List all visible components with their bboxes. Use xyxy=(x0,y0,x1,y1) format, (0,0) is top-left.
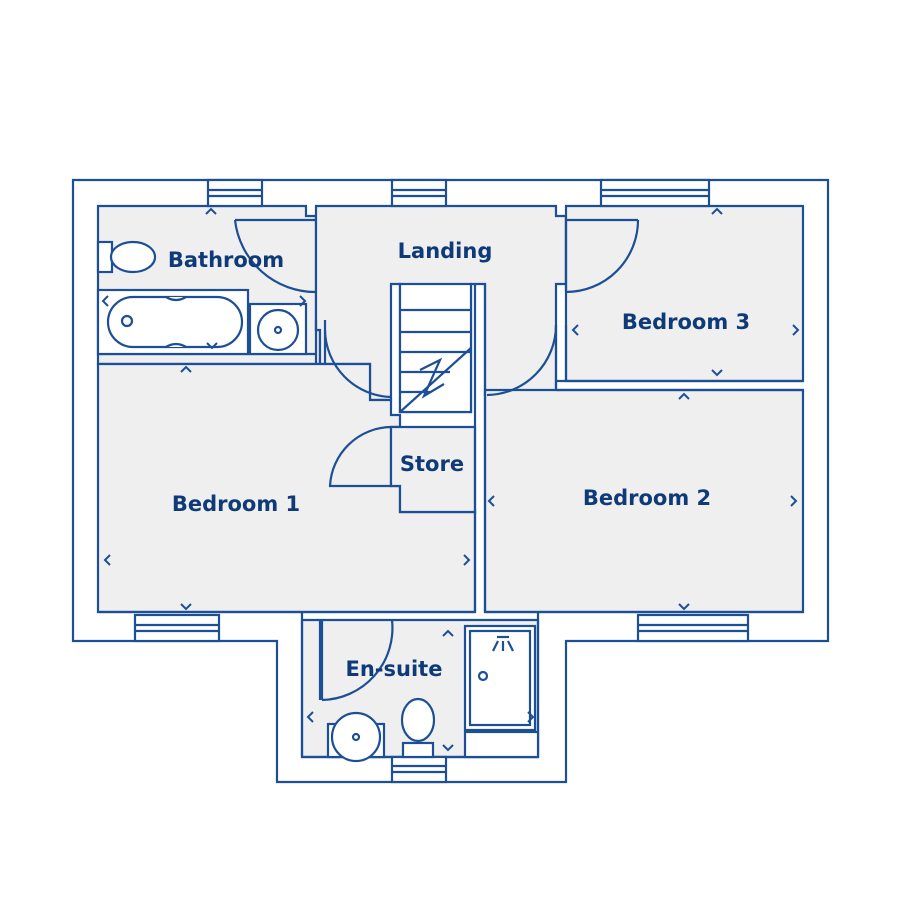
dimension-marker-icon xyxy=(487,495,495,507)
dimension-marker-icon xyxy=(180,365,192,373)
room-label-store: Store xyxy=(400,452,464,476)
staircase-icon xyxy=(398,282,473,414)
door-swing-icon xyxy=(323,329,392,399)
toilet-icon xyxy=(96,240,157,274)
dimension-marker-icon xyxy=(792,324,800,336)
doors xyxy=(233,218,640,702)
toilet-icon xyxy=(400,697,436,759)
dimension-marker-icon xyxy=(103,554,111,566)
bedroom3-floor xyxy=(564,204,805,383)
room-label-bedroom1: Bedroom 1 xyxy=(172,492,300,516)
dimension-marker-icon xyxy=(678,603,690,611)
room-label-bedroom3: Bedroom 3 xyxy=(622,310,750,334)
dimension-marker-icon xyxy=(180,603,192,611)
window-icon xyxy=(636,613,750,643)
door-swing-icon xyxy=(233,218,317,294)
window-icon xyxy=(599,178,711,208)
dimension-marker-icon xyxy=(711,369,723,377)
dimension-marker-icon xyxy=(442,744,454,752)
dimension-marker-icon xyxy=(571,324,579,336)
room-label-ensuite: En-suite xyxy=(346,657,443,681)
dimension-marker-icon xyxy=(205,207,217,215)
windows xyxy=(133,178,750,784)
dimension-marker-icon xyxy=(678,392,690,400)
dimension-marker-icon xyxy=(306,711,314,723)
dimension-marker-icon xyxy=(711,207,723,215)
dimension-marker-icon xyxy=(790,495,798,507)
door-swing-icon xyxy=(486,324,558,397)
window-icon xyxy=(390,755,448,784)
basin-icon xyxy=(326,711,386,763)
basin-icon xyxy=(248,302,308,356)
dimension-marker-icon xyxy=(527,711,535,723)
dimension-markers xyxy=(101,207,800,752)
door-swing-icon xyxy=(320,619,394,702)
room-label-bedroom2: Bedroom 2 xyxy=(583,486,711,510)
room-label-landing: Landing xyxy=(398,239,493,263)
bath-icon xyxy=(96,288,250,356)
dimension-marker-icon xyxy=(299,295,307,307)
dimension-marker-icon xyxy=(463,554,471,566)
window-icon xyxy=(206,178,264,208)
door-swing-icon xyxy=(564,218,640,294)
shower-icon xyxy=(463,624,540,759)
room-label-bathroom: Bathroom xyxy=(168,248,284,272)
window-icon xyxy=(133,613,221,643)
dimension-marker-icon xyxy=(442,629,454,637)
window-icon xyxy=(390,178,448,208)
dimension-marker-icon xyxy=(206,342,218,350)
dimension-marker-icon xyxy=(101,295,109,307)
door-swing-icon xyxy=(328,425,392,488)
